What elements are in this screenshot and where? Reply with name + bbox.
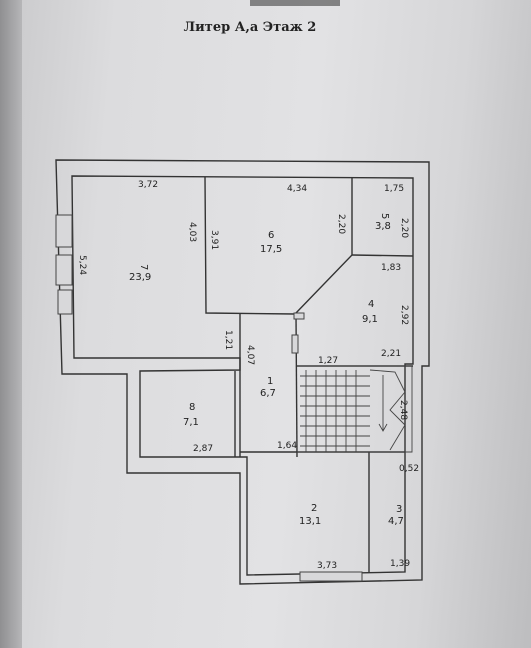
room-1-number: 1 [267,376,273,387]
room-3-area: 4,7 [388,516,404,527]
dim-2-20-a: 2,20 [336,214,346,234]
window-bottom [299,571,363,582]
cropped-header-text [250,0,340,6]
window-room-6 [293,312,305,320]
stair-steps [300,370,370,452]
room-2-number: 2 [311,503,317,514]
window-left-1 [55,214,73,248]
dim-2-92: 2,92 [399,305,409,325]
room-7-number: 7 [138,264,149,270]
room-3-number: 3 [396,504,402,515]
room-5-number: 5 [379,213,390,219]
room-4-area: 9,1 [362,314,378,325]
windows [55,214,363,582]
dim-1-83: 1,83 [381,263,401,273]
room-2-area: 13,1 [299,516,321,527]
dim-1-21: 1,21 [223,330,233,350]
dim-1-27: 1,27 [318,356,338,366]
inner-wall [71,175,414,576]
dim-2-87: 2,87 [193,444,213,454]
dim-1-64: 1,64 [277,441,297,451]
outer-wall [55,159,430,585]
dim-3-91: 3,91 [209,230,219,250]
dim-4-03: 4,03 [187,222,197,242]
window-left-3 [57,289,73,315]
wall-5-bottom [351,254,414,257]
dim-0-52: 0,52 [399,464,419,474]
dim-3-73: 3,73 [317,561,337,571]
room-labels: 7 23,9 6 17,5 5 3,8 4 9,1 1 6,7 8 7,1 2 … [129,213,404,527]
dim-4-34: 4,34 [287,184,307,194]
stair-landing [369,369,406,451]
dim-2-21: 2,21 [381,349,401,359]
dimension-labels: 3,72 4,34 1,75 4,03 3,91 2,20 2,20 5,24 … [77,180,419,571]
stair-arrow [378,375,388,432]
dim-1-75: 1,75 [384,184,404,194]
room-4-number: 4 [368,299,374,310]
room-6-area: 17,5 [260,244,282,255]
staircase [297,365,413,453]
wall-6-5 [294,178,353,315]
room-1-area: 6,7 [260,388,276,399]
window-corridor [291,334,299,354]
dim-3-72: 3,72 [138,180,158,190]
dim-4-07: 4,07 [245,345,255,365]
room-5-area: 3,8 [375,221,391,232]
room-8-number: 8 [189,402,195,413]
window-left-2 [55,254,73,286]
room-7-area: 23,9 [129,272,151,283]
dim-2-48: 2,48 [398,400,408,420]
paper-fold-shadow [0,0,22,648]
dim-1-39: 1,39 [390,559,410,569]
page-title: Литер А,а Этаж 2 [183,20,317,35]
stair-outline [297,365,413,453]
room-6-number: 6 [268,230,274,241]
wall-7-6 [204,176,296,315]
room-8-area: 7,1 [183,417,199,428]
dim-5-24: 5,24 [77,255,87,275]
walls [55,159,430,585]
dim-2-20-b: 2,20 [399,218,409,238]
